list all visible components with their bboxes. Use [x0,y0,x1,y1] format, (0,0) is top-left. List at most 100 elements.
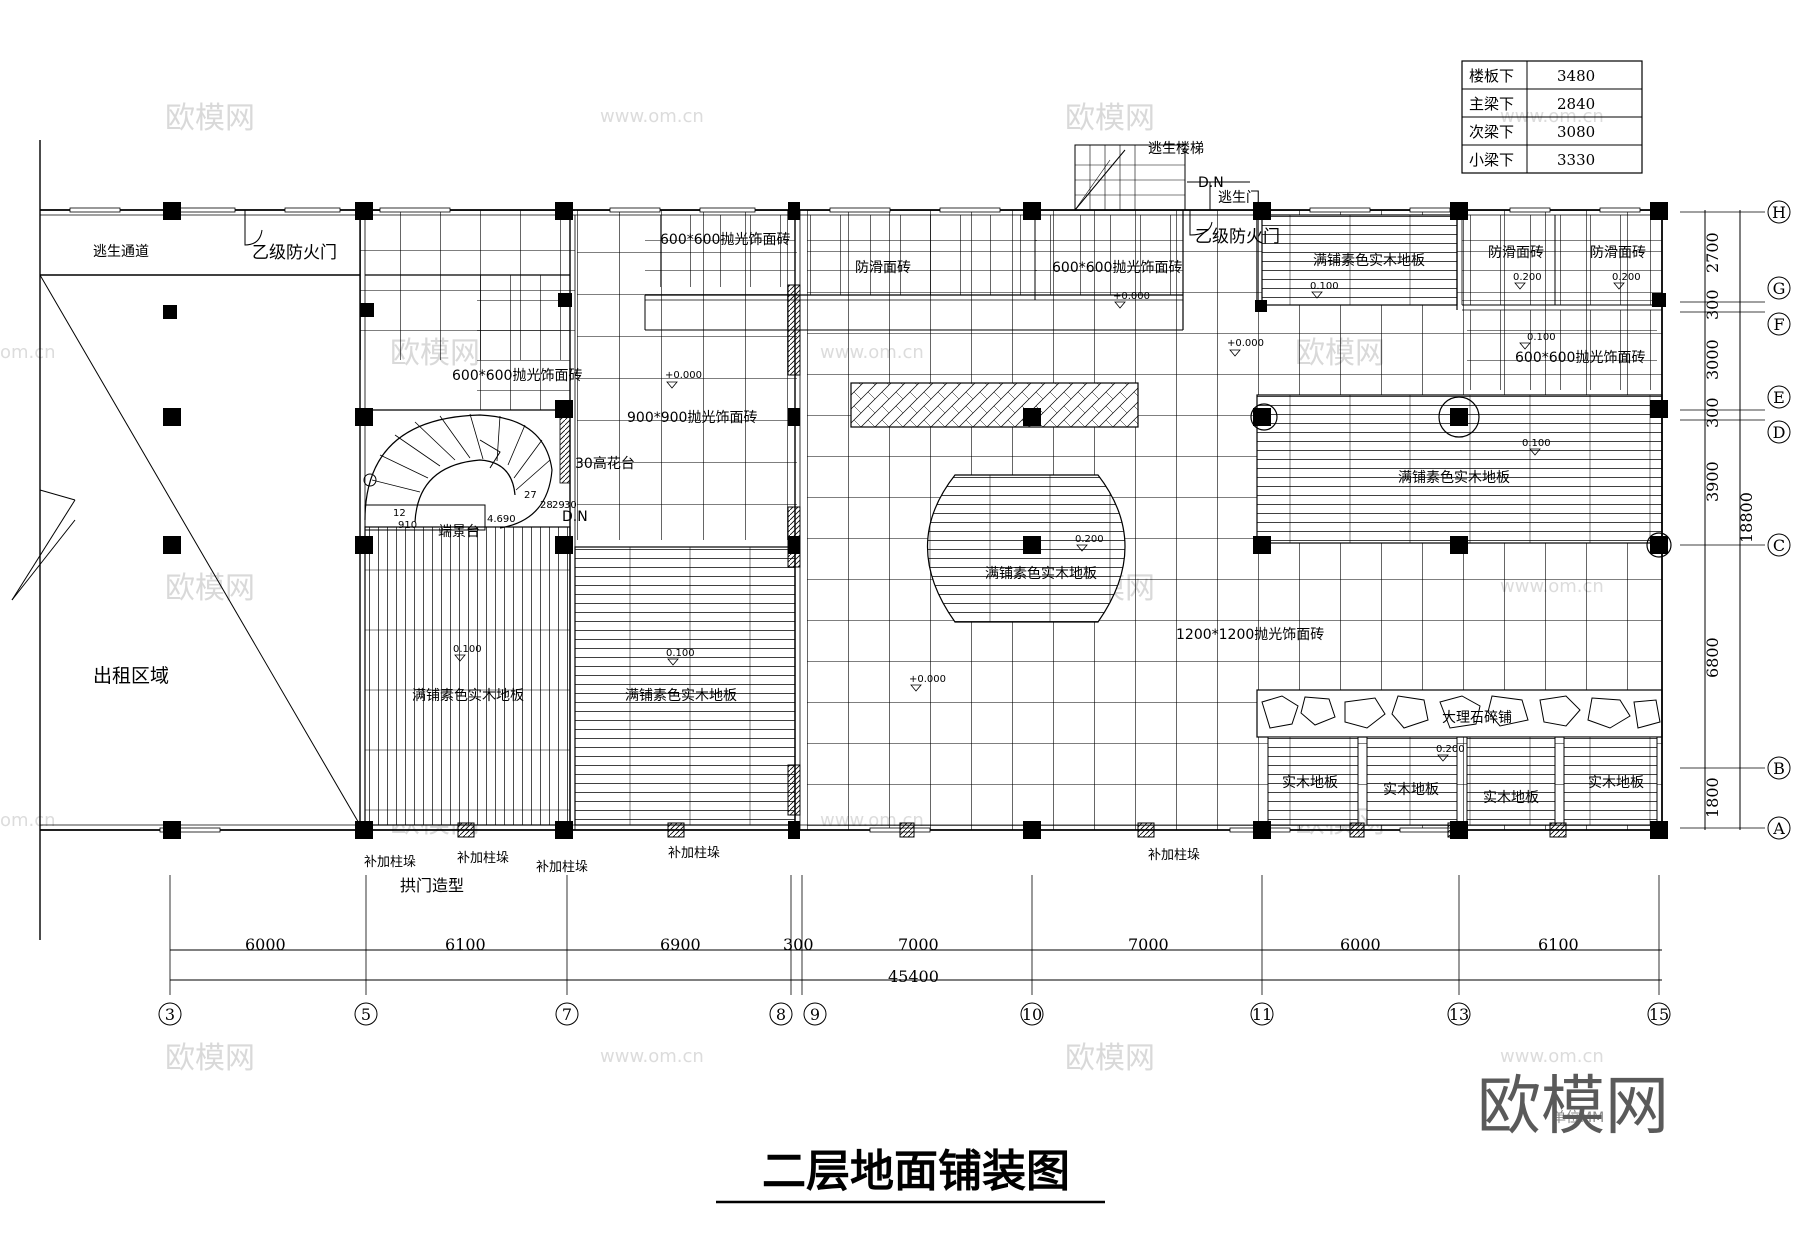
drawing-title: 二层地面铺装图 [762,1146,1070,1197]
fire-door-left-label: 乙级防火门 [252,243,337,263]
pier [1447,822,1463,838]
column [360,303,374,317]
elevation-mark: 0.100 [1527,332,1556,343]
column [1450,408,1468,426]
tile-600-top-area [645,215,795,287]
column [788,408,800,426]
axis-label: 11 [1252,1005,1272,1024]
escape-stair-label: 逃生楼梯 [1148,141,1204,157]
column [1253,536,1271,554]
legend-label: 楼板下 [1469,67,1514,85]
column [1450,202,1468,220]
down-label: D.N [1198,175,1224,191]
elevation-mark: 0.200 [1612,272,1641,283]
dimension-value: 6900 [660,935,701,954]
stair-number: 27 [524,490,537,501]
column [163,536,181,554]
tile600-top-label: 600*600抛光饰面砖 [660,232,790,248]
axis-label: F [1773,315,1784,334]
legend-value: 2840 [1557,95,1595,113]
dimension-total: 18800 [1737,492,1756,543]
watermark-text: 欧模网 [165,101,255,136]
dimension-total: 45400 [888,967,939,986]
dimension-value: 6100 [1538,935,1579,954]
planter-label: 30高花台 [575,455,635,472]
column [1023,536,1041,554]
column [555,821,573,839]
dimension-value: 300 [1703,289,1722,320]
watermark-url: www.om.cn [1500,1046,1604,1067]
escape-passage-label: 逃生通道 [93,244,149,260]
antislip-right-1-label: 防滑面砖 [1488,244,1544,261]
wood-mid-left-area [575,547,795,825]
tile600-left-label: 600*600抛光饰面砖 [452,368,582,384]
down-label: D.N [562,509,588,525]
tile1200-label: 1200*1200抛光饰面砖 [1176,627,1324,643]
pier [787,506,801,568]
axis-label: 10 [1022,1005,1042,1024]
elevation-mark: 4.690 [487,514,516,525]
column [355,202,373,220]
antislip-area [807,215,1037,295]
legend-value: 3480 [1557,67,1595,85]
dimension-value: 300 [1703,397,1722,428]
floor-finish-layer [360,210,1663,830]
watermark-url: www.om.cn [600,106,704,127]
column [555,202,573,220]
column [1253,202,1271,220]
stair-number: 28 [540,500,553,511]
dimension-layer [158,200,1791,1026]
room-labels: 逃生楼梯 逃生门 D.N 乙级防火门 乙级防火门 逃生通道 出租区域 600*6… [93,141,1646,1126]
dimension-value: 6100 [445,935,486,954]
column [1023,821,1041,839]
axis-label: D [1773,423,1786,442]
solid-wood-strips [1267,736,1658,826]
pier [1549,822,1567,838]
elevation-mark: 0.200 [1436,744,1465,755]
elevation-mark: 0.100 [453,644,482,655]
wood-left-area [365,527,570,825]
axis-label: 8 [776,1005,786,1024]
fire-door-right-label: 乙级防火门 [1195,227,1280,247]
marble-label: 大理石碎铺 [1442,710,1512,726]
rental-area-label: 出租区域 [93,665,169,687]
dimension-value: 3900 [1703,461,1722,502]
pier [787,284,801,376]
wood-oval-label: 满铺素色实木地板 [985,565,1097,582]
tile-600-top-right-area [1035,215,1183,295]
stair-number: 29 [552,500,565,511]
axis-label: 3 [165,1005,175,1024]
axis-label: 5 [361,1005,371,1024]
brand-logo: 欧模网 [1477,1070,1669,1144]
watermark-text: 欧模网 [165,571,255,606]
elevation-mark: +0.000 [1113,291,1150,302]
column [163,202,181,220]
column [1652,293,1666,307]
dimension-value: 6000 [1340,935,1381,954]
column [1253,408,1271,426]
dimension-value: 3000 [1703,339,1722,380]
elevation-mark: 0.100 [666,648,695,659]
tile900-label: 900*900抛光饰面砖 [627,410,757,426]
pier-note: 补加柱垛 [668,846,720,861]
legend-label: 主梁下 [1469,95,1514,113]
legend-label: 小梁下 [1469,151,1514,169]
drawing-title-block: 二层地面铺装图 [716,1146,1105,1204]
stair-number: 12 [393,508,406,519]
column [1023,202,1041,220]
dimension-value: 6800 [1703,637,1722,678]
column [1650,400,1668,418]
watermark-url: www.om.cn [600,1046,704,1067]
dimension-text: 6000 6100 6900 300 7000 7000 6000 6100 4… [245,232,1756,986]
watermark-text: 欧模网 [1065,101,1155,136]
column [1450,536,1468,554]
column [788,202,800,220]
pier [457,822,475,838]
legend-value: 3330 [1557,151,1595,169]
solid-wood-label: 实木地板 [1282,775,1338,791]
watermark-text: 欧模网 [1065,1041,1155,1076]
elevation-markers: +0.000 0.100 0.200 0.200 0.100 +0.000 +0… [393,272,1641,762]
axis-label: G [1773,279,1786,298]
height-legend-table: 楼板下 3480 主梁下 2840 次梁下 3080 小梁下 3330 [1461,60,1643,174]
axis-label: 13 [1449,1005,1469,1024]
